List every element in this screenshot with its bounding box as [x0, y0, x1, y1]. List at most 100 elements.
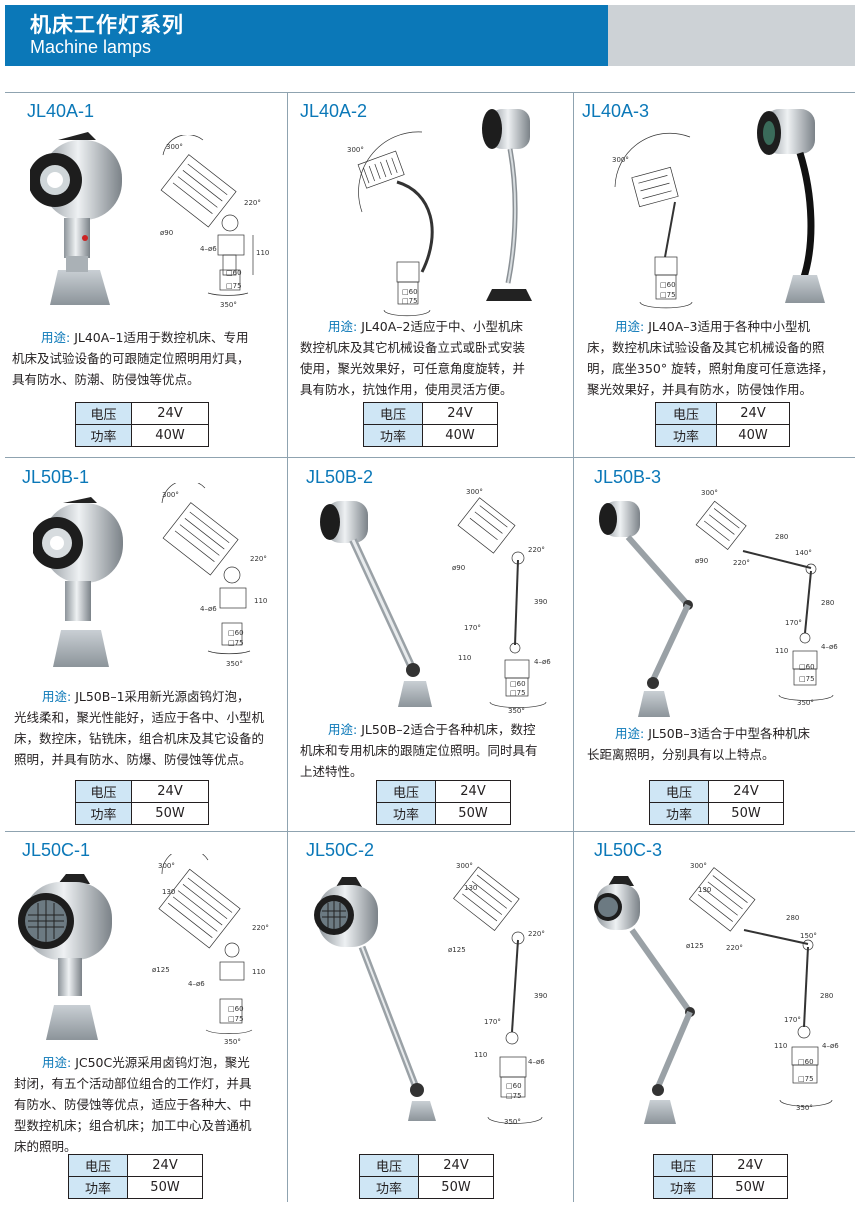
dimension-label: 390 [534, 992, 547, 1000]
dimension-label: 130 [162, 888, 175, 896]
dimension-label: 390 [534, 598, 547, 606]
dimension-label: 4–ø6 [188, 980, 205, 988]
dimension-label: 280 [821, 599, 834, 607]
angle-label: 220° [528, 930, 545, 938]
dimension-label: □60 [660, 281, 676, 289]
dimension-label: 280 [820, 992, 833, 1000]
dimension-label: 4–ø6 [534, 658, 551, 666]
dimension-label: 4–ø6 [528, 1058, 545, 1066]
model-title: JL40A-3 [582, 101, 650, 121]
dimension-label: 110 [775, 647, 788, 655]
dimension-drawing: 300° 130 220° ø125 110 4–ø6 □60 □75 350° [152, 854, 269, 1046]
spec-value-power: 50W [127, 1176, 203, 1199]
spec-label-voltage: 电压 [359, 1154, 419, 1177]
dimension-label: □60 [506, 1082, 522, 1090]
angle-label: 300° [612, 156, 629, 164]
dimension-label: 110 [256, 249, 269, 257]
angle-label: 300° [456, 862, 473, 870]
lamp-photo [594, 876, 695, 1124]
dimension-label: 4–ø6 [200, 605, 217, 613]
angle-label: 220° [250, 555, 267, 563]
spec-label-power: 功率 [359, 1176, 419, 1199]
dimension-drawing: 300° 220° 110 4–ø6 □60 □75 350° [161, 483, 267, 668]
dimension-label: □75 [510, 689, 526, 697]
usage-label: 用途: [41, 330, 71, 345]
dimension-label: 110 [254, 597, 267, 605]
spec-label-power: 功率 [655, 424, 717, 447]
lamp-photo [320, 501, 432, 707]
dimension-label: □75 [798, 1075, 814, 1083]
dimension-drawing: 300° □60 □75 [612, 132, 693, 309]
spec-label-power: 功率 [376, 802, 436, 825]
dimension-drawing: 300° 220° ø90 390 170° 110 4–ø6 □60 □75 … [452, 488, 551, 715]
dimension-label: □75 [228, 1015, 244, 1023]
angle-label: 300° [162, 491, 179, 499]
angle-label: 140° [795, 549, 812, 557]
spec-value-voltage: 24V [435, 780, 511, 803]
product-description: 用途: JL40A–1适用于数控机床、专用 机床及试验设备的可跟随定位照明用灯具… [12, 330, 250, 387]
spec-label-voltage: 电压 [75, 780, 132, 803]
dimension-label: 110 [474, 1051, 487, 1059]
model-title: JL40A-1 [27, 101, 95, 121]
dimension-label: 110 [774, 1042, 787, 1050]
dimension-label: □60 [228, 629, 244, 637]
model-title: JL50B-1 [22, 467, 90, 487]
angle-label: 150° [800, 932, 817, 940]
dimension-label: □75 [660, 291, 676, 299]
spec-label-voltage: 电压 [363, 402, 423, 425]
spec-value-power: 50W [131, 802, 209, 825]
spec-label-voltage: 电压 [75, 402, 132, 425]
dimension-drawing: 300° 280 140° ø90 220° 280 170° 110 4–ø6… [695, 489, 838, 707]
spec-value-voltage: 24V [716, 402, 790, 425]
dimension-label: □75 [402, 297, 418, 305]
lamp-photo [482, 109, 532, 301]
dimension-label: □75 [228, 639, 244, 647]
product-description: 用途: JL40A–2适应于中、小型机床 数控机床及其它机械设备立式或卧式安装 … [300, 319, 526, 397]
divider [573, 92, 574, 1202]
angle-label: 220° [252, 924, 269, 932]
dimension-label: 130 [464, 884, 477, 892]
dimension-drawing: 300° 130 280 150° 220° ø125 280 170° 110… [686, 862, 839, 1112]
angle-label: 300° [466, 488, 483, 496]
angle-label: 170° [464, 624, 481, 632]
divider [5, 457, 855, 458]
spec-label-power: 功率 [75, 424, 132, 447]
model-title: JL40A-2 [300, 101, 368, 121]
lamp-photo [30, 132, 122, 305]
spec-value-voltage: 24V [131, 402, 209, 425]
product-description: 用途: JL40A–3适用于各种中小型机 床，数控机床试验设备及其它机械设备的照… [587, 319, 834, 397]
lamp-photo [33, 497, 123, 667]
spec-label-voltage: 电压 [653, 1154, 713, 1177]
spec-value-voltage: 24V [708, 780, 784, 803]
dimension-label: ø90 [452, 564, 465, 572]
page-subtitle: Machine lamps [30, 37, 152, 57]
product-description: 用途: JL50B–3适合于中型各种机床 长距离照明，分别具有以上特点。 [587, 726, 811, 762]
angle-label: 350° [508, 707, 525, 715]
spec-label-voltage: 电压 [68, 1154, 128, 1177]
dimension-label: □60 [510, 680, 526, 688]
angle-label: 220° [244, 199, 261, 207]
dimension-label: □60 [226, 269, 242, 277]
angle-label: 350° [224, 1038, 241, 1046]
model-title: JL50C-2 [306, 840, 375, 860]
lamp-photo [599, 501, 693, 717]
dimension-label: 4–ø6 [821, 643, 838, 651]
divider [5, 92, 855, 93]
angle-label: 220° [528, 546, 545, 554]
angle-label: 300° [347, 146, 364, 154]
dimension-label: ø90 [695, 557, 708, 565]
angle-label: 350° [226, 660, 243, 668]
model-title: JL50C-1 [22, 840, 91, 860]
spec-label-voltage: 电压 [655, 402, 717, 425]
dimension-label: 130 [698, 886, 711, 894]
dimension-label: ø125 [448, 946, 466, 954]
angle-label: 350° [796, 1104, 813, 1112]
dimension-label: 280 [786, 914, 799, 922]
angle-label: 300° [701, 489, 718, 497]
spec-value-voltage: 24V [422, 402, 498, 425]
